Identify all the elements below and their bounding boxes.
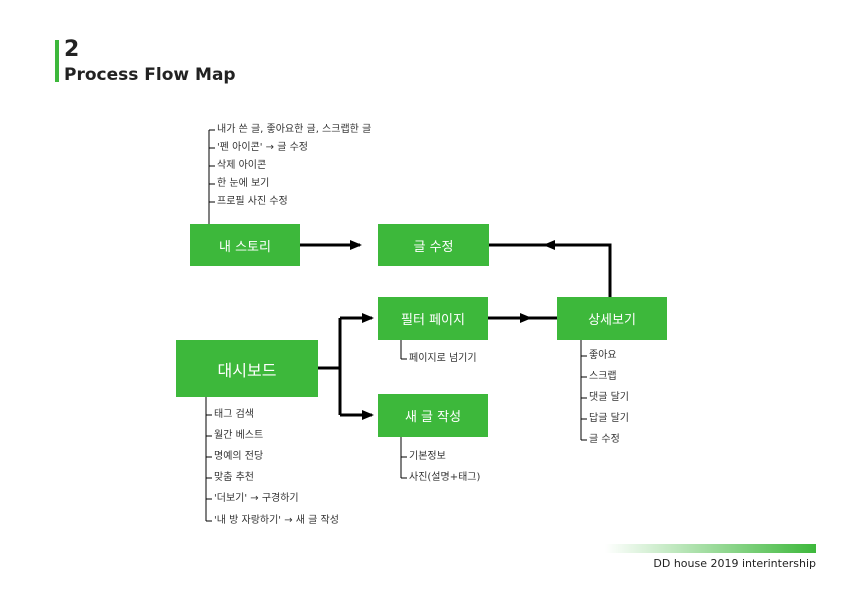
my-story-item: 내가 쓴 글, 좋아요한 글, 스크랩한 글 — [217, 124, 372, 135]
node-detail-view: 상세보기 — [557, 297, 667, 340]
dashboard-item: '내 방 자랑하기' → 새 글 작성 — [214, 515, 339, 526]
node-dashboard: 대시보드 — [176, 340, 318, 397]
my-story-item: 한 눈에 보기 — [217, 178, 270, 189]
detail-item: 댓글 달기 — [589, 392, 629, 403]
node-filter-page: 필터 페이지 — [378, 297, 488, 340]
detail-item: 글 수정 — [589, 434, 620, 445]
dashboard-item: '더보기' → 구경하기 — [214, 493, 299, 504]
new-post-item: 사진(설명+태그) — [409, 472, 481, 483]
my-story-item: 프로필 사진 수정 — [217, 196, 288, 207]
node-new-post: 새 글 작성 — [378, 394, 488, 437]
footer-gradient-bar — [605, 544, 816, 553]
detail-item: 좋아요 — [589, 350, 617, 361]
node-my-story: 내 스토리 — [190, 224, 300, 266]
line-edit-to-detail — [489, 243, 612, 298]
my-story-item: 삭제 아이콘 — [217, 160, 267, 171]
filter-item: 페이지로 넘기기 — [409, 353, 477, 364]
new-post-item: 기본정보 — [409, 451, 446, 462]
dashboard-item: 명예의 전당 — [214, 451, 264, 462]
node-edit-post: 글 수정 — [378, 224, 489, 266]
detail-item: 답글 달기 — [589, 413, 629, 424]
dashboard-item: 월간 베스트 — [214, 430, 264, 441]
dashboard-item: 태그 검색 — [214, 409, 254, 420]
section-title: Process Flow Map — [64, 65, 236, 85]
detail-item: 스크랩 — [589, 371, 617, 382]
accent-bar — [55, 40, 59, 82]
section-number: 2 — [64, 37, 80, 62]
my-story-item: '펜 아이콘' → 글 수정 — [217, 142, 308, 153]
footer-credit: DD house 2019 interintership — [653, 557, 816, 570]
dashboard-item: 맞춤 추천 — [214, 472, 254, 483]
